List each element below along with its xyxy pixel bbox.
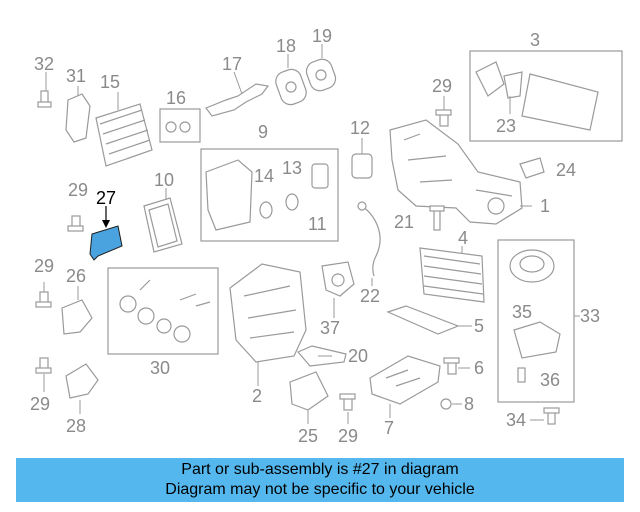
part-34-screw	[530, 407, 560, 425]
part-18-gasket	[275, 54, 307, 106]
part-29-bolt-c	[35, 357, 52, 392]
label-part-30: 30	[150, 358, 170, 378]
label-part-25: 25	[298, 426, 318, 446]
part-27-highlighted	[89, 206, 123, 261]
part-4-filter	[419, 246, 485, 303]
part-31-bracket	[65, 86, 91, 143]
banner-line-2: Diagram may not be specific to your vehi…	[165, 481, 475, 498]
label-part-6: 6	[474, 358, 484, 378]
label-part-31: 31	[66, 66, 86, 86]
label-part-35: 35	[512, 302, 532, 322]
part-26-bracket	[61, 286, 93, 335]
part-33-blower	[509, 249, 580, 383]
part-20-actuator	[297, 345, 347, 367]
part-1-heater-unit	[389, 119, 532, 225]
part-21-pin	[429, 205, 445, 231]
part-8-screw	[440, 398, 462, 410]
part-3-door	[475, 61, 599, 131]
label-part-32: 32	[34, 54, 54, 74]
part-10-filter	[143, 188, 183, 253]
info-banner: Part or sub-assembly is #27 in diagram D…	[16, 458, 624, 502]
label-part-29-e: 29	[338, 426, 358, 446]
group-box-33	[497, 239, 575, 403]
part-17-pipe	[205, 71, 270, 117]
label-part-10: 10	[154, 170, 174, 190]
label-part-1: 1	[540, 196, 550, 216]
part-7-tray	[369, 355, 441, 418]
label-part-20: 20	[348, 346, 368, 366]
label-part-19: 19	[312, 26, 332, 46]
label-part-2: 2	[252, 386, 262, 406]
label-part-33: 33	[580, 306, 600, 326]
label-part-3: 3	[530, 30, 540, 50]
group-box-16	[159, 108, 201, 143]
part-29-bolt-d	[435, 96, 452, 127]
label-part-5: 5	[474, 316, 484, 336]
label-part-14: 14	[254, 166, 274, 186]
part-22-cable	[357, 201, 381, 286]
label-part-11: 11	[308, 214, 327, 234]
part-16-clips	[165, 121, 191, 133]
part-37-motor	[321, 261, 355, 318]
group-box-30	[107, 267, 219, 355]
label-part-24: 24	[556, 160, 576, 180]
label-part-37: 37	[320, 318, 340, 338]
part-25-module	[289, 371, 329, 424]
part-19-gasket	[305, 44, 337, 92]
part-28-bracket	[65, 363, 99, 414]
label-part-13: 13	[282, 158, 302, 178]
part-29-bolt-e	[339, 393, 356, 424]
label-part-9: 9	[258, 122, 268, 142]
part-12-sensor	[351, 138, 373, 179]
part-32-bolt	[37, 72, 52, 108]
label-part-26: 26	[66, 266, 86, 286]
label-part-21: 21	[394, 212, 414, 232]
part-6-screw	[443, 357, 470, 375]
label-part-17: 17	[222, 54, 242, 74]
part-2-case	[229, 263, 307, 386]
label-part-29-c: 29	[30, 394, 50, 414]
label-part-29-d: 29	[432, 76, 452, 96]
label-part-18: 18	[276, 36, 296, 56]
parts-diagram: 32 31 15 16 17 18 19 3 29 23 9 12 14 13 …	[30, 26, 623, 446]
part-9-assembly	[205, 159, 329, 231]
part-5-seal	[386, 305, 472, 335]
label-part-36: 36	[540, 370, 560, 390]
part-15-evaporator	[95, 92, 153, 167]
banner-line-1: Part or sub-assembly is #27 in diagram	[181, 461, 459, 478]
label-part-27: 27	[96, 188, 116, 208]
label-part-4: 4	[458, 228, 468, 248]
label-part-29-a: 29	[68, 180, 88, 200]
label-part-15: 15	[100, 72, 120, 92]
label-part-22: 22	[360, 286, 380, 306]
part-30-actuators	[119, 279, 211, 343]
label-part-28: 28	[66, 416, 86, 436]
label-part-23: 23	[496, 116, 516, 136]
label-part-12: 12	[350, 118, 370, 138]
part-29-bolt-a	[67, 215, 84, 232]
part-29-bolt-b	[35, 282, 52, 308]
group-box-9	[200, 148, 339, 242]
label-part-29-b: 29	[34, 256, 54, 276]
label-part-8: 8	[464, 394, 474, 414]
label-part-16: 16	[166, 88, 186, 108]
label-part-7: 7	[384, 418, 394, 438]
part-24-clip	[519, 157, 545, 179]
label-part-34: 34	[506, 410, 526, 430]
group-box-3	[469, 50, 623, 142]
